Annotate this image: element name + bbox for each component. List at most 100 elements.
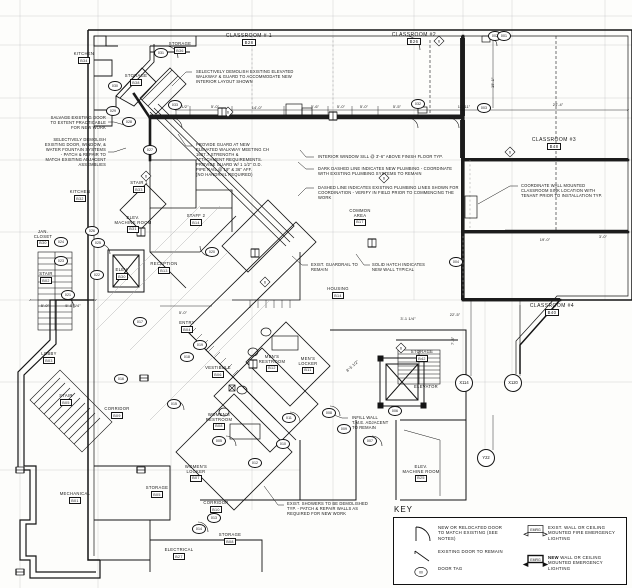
lower-right-rooms <box>236 329 467 501</box>
room-number: B11 <box>301 367 315 374</box>
room-name: MEN'S RESTROOM <box>258 354 286 364</box>
room-name: CLASSROOM #4 <box>529 303 575 309</box>
door-tag: 012 <box>248 458 262 468</box>
elevated-walkway <box>139 67 187 115</box>
emergency-light-symbols <box>15 107 377 576</box>
room-name: MEN'S LOCKER <box>298 356 318 366</box>
room-name: LOBBY <box>41 351 57 356</box>
dimension-text: 5'-5" <box>392 104 402 109</box>
room-name: ELEVATOR <box>413 384 439 389</box>
door-tag: 017 <box>133 317 147 327</box>
key-new-bold: NEW <box>548 555 559 560</box>
door-tag: 026 <box>85 226 99 236</box>
room-number: B25 <box>414 475 428 482</box>
note-exist-showers: EXIST. SHOWERS TO BE DEMOLISHED TYP. - P… <box>287 501 368 516</box>
room-number: B40 <box>545 309 559 316</box>
dimension-text: 24'-4" <box>552 102 564 107</box>
room-name: CLASSROOM # 1 <box>225 33 273 39</box>
room-number: B05 <box>59 399 73 406</box>
walkway-rails <box>149 103 295 247</box>
room-number: B04 <box>180 326 194 333</box>
door-tag: 021 <box>61 290 75 300</box>
note-demolish-walkway: SELECTIVELY DEMOLISH EXISTING ELEVATED W… <box>196 69 294 84</box>
emergency-light-existing-icon: EMRG <box>522 524 548 544</box>
room-name: STORAGE <box>124 73 148 78</box>
note-coordinate-sink: COORDINATE WALL MOUNTED CLASSROOM SINK L… <box>521 183 603 198</box>
room-name: RECEPTION <box>150 261 178 266</box>
room-number: B07 <box>189 475 203 482</box>
new-wall-hatch <box>150 36 628 302</box>
key-entry-exist-emergency-light: EMRG EXIST. WALL OR CEILING MOUNTED FIRE… <box>522 524 627 544</box>
svg-text:6: 6 <box>264 281 266 285</box>
room-name: STAIR 1 <box>130 180 148 185</box>
door-tag: 023 <box>54 256 68 266</box>
room-number: B08 <box>223 538 237 545</box>
door-tag: 029 <box>106 106 120 116</box>
room-number: B01 <box>68 497 82 504</box>
west-wall <box>17 299 101 579</box>
note-infill-wall: INFILL WALL T.M.E. ADJACENT TO REMAIN <box>352 415 389 430</box>
room-number: B03 <box>42 357 56 364</box>
key-entry-door-tag-text: DOOR TAG <box>438 566 463 571</box>
dimension-text: 12'-11" <box>457 104 471 109</box>
door-tag: 006 <box>388 406 402 416</box>
door-tag: 027 <box>143 145 157 155</box>
key-legend-box: NEW OR RELOCATED DOOR TO MATCH EXISTING … <box>393 517 627 585</box>
note-selectively-demolish-door: SELECTIVELY DEMOLISH EXISTING DOOR, WIND… <box>44 137 106 167</box>
room-number: B48 <box>547 143 561 150</box>
elevator-west <box>107 249 145 293</box>
room-name: WOMEN'S RESTROOM <box>205 412 233 422</box>
room-name: ENTRY <box>179 320 195 325</box>
note-dashed-existing-plumbing: DASHED LINE INDICATES EXISTING PLUMBING … <box>318 185 459 200</box>
dimension-text: 19'-0" <box>539 237 551 242</box>
room-number: B14 <box>331 292 345 299</box>
room-name: KITCHEN <box>73 51 95 56</box>
dimension-text: 5'-6" <box>310 104 320 109</box>
gridline-stems <box>470 300 521 450</box>
room-name: JAN. CLOSET <box>33 229 53 239</box>
room-name: STORAGE <box>168 41 192 46</box>
room-name: ELEV. <box>115 267 129 272</box>
door-tag: 018 <box>180 352 194 362</box>
room-number: B06 <box>211 371 225 378</box>
room-number: B33 <box>132 186 146 193</box>
room-name: STAFF 2 <box>186 213 206 218</box>
grid-bubble: Y22 <box>477 449 495 467</box>
dimension-text: 22'-5" <box>449 312 461 317</box>
dimension-text: 5'-0" <box>210 104 220 109</box>
door-tag: 020 <box>205 247 219 257</box>
building-envelope-inner <box>93 35 629 556</box>
dimension-text: 7'-3" <box>450 336 455 345</box>
door-tag: 016 <box>114 374 128 384</box>
door-tag: 030 <box>108 81 122 91</box>
key-entry-new-emergency-light-text: NEW WALL OR CEILING MOUNTED EMERGENCY LI… <box>548 554 603 571</box>
dimension-text: 5'-0" <box>178 310 188 315</box>
central-core <box>175 221 331 511</box>
room-number: B09 <box>110 412 124 419</box>
key-entry-existing-door-text: EXISTING DOOR TO REMAIN <box>438 549 503 554</box>
key-title: KEY <box>394 505 414 514</box>
svg-text:6: 6 <box>400 347 402 351</box>
dimension-text: 5'-0" <box>336 104 346 109</box>
room-number: B05 <box>150 491 164 498</box>
dimension-text: 5'-0" <box>359 104 369 109</box>
key-entry-new-door: NEW OR RELOCATED DOOR TO MATCH EXISTING … <box>412 524 562 544</box>
key-new-rest: WALL OR CEILING MOUNTED EMERGENCY LIGHTI… <box>548 555 603 571</box>
